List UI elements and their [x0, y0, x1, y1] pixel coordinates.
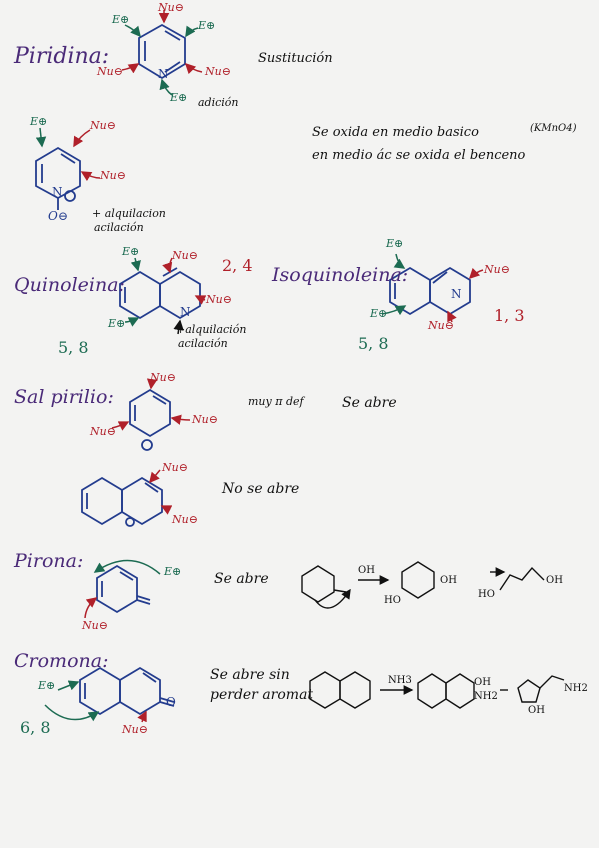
- label-e: E⊕: [112, 13, 130, 26]
- label-nu: Nu⊖: [206, 293, 232, 306]
- label-nu: Nu⊖: [172, 249, 198, 262]
- label-oh: OH: [546, 575, 563, 586]
- pyrone-opening-scheme: [301, 561, 545, 609]
- title-pirona: Pirona:: [14, 550, 84, 572]
- label-n: N: [451, 287, 462, 301]
- benzopyrylium-structure: [81, 476, 163, 527]
- label-ho: HO: [384, 595, 401, 606]
- chromone-opening-scheme: [309, 671, 565, 709]
- positions-e: 5, 8: [58, 338, 89, 357]
- label-o-minus: O⊖: [48, 209, 68, 223]
- title-cromona: Cromona:: [14, 650, 109, 672]
- label-nu: Nu⊖: [192, 413, 218, 426]
- positions-nu: 2, 4: [222, 256, 253, 275]
- note-adicion: adición: [198, 96, 239, 109]
- positions-e: 5, 8: [358, 334, 389, 353]
- pyridine-structure: [138, 23, 186, 80]
- note-perder-aromat: perder aromat: [210, 687, 314, 703]
- note-se-abre: Se abre: [342, 395, 397, 411]
- label-nu: Nu⊖: [428, 319, 454, 332]
- label-e: E⊕: [170, 91, 188, 104]
- label-o: O: [166, 695, 176, 709]
- pyridine-arrows: [121, 10, 203, 96]
- label-nh2: NH2: [474, 691, 498, 702]
- label-nu: Nu⊖: [90, 425, 116, 438]
- label-nu: Nu⊖: [82, 619, 108, 632]
- label-e: E⊕: [122, 245, 140, 258]
- label-nu: Nu⊖: [205, 65, 231, 78]
- label-n: N: [52, 185, 63, 199]
- label-nu: Nu⊖: [158, 1, 184, 14]
- label-e: E⊕: [198, 19, 216, 32]
- label-e: E⊕: [108, 317, 126, 330]
- note-sustitucion: Sustitución: [258, 51, 333, 66]
- note-acilacion: acilación: [94, 221, 144, 234]
- positions-e: 6, 8: [20, 718, 51, 737]
- label-oh: OH: [474, 677, 491, 688]
- label-e: E⊕: [370, 307, 388, 320]
- title-piridina: Piridina:: [14, 44, 110, 69]
- pyrylium-structure: [129, 388, 171, 451]
- note-oxidacion-2: en medio ác se oxida el benceno: [312, 148, 526, 163]
- label-nu: Nu⊖: [122, 723, 148, 736]
- pyrone-structure: [96, 564, 151, 614]
- note-no-se-abre: No se abre: [222, 481, 300, 497]
- label-ho: HO: [478, 589, 495, 600]
- title-sal-pirilio: Sal pirilio:: [14, 386, 114, 408]
- note-se-abre: Se abre: [214, 571, 269, 587]
- label-nu: Nu⊖: [90, 119, 116, 132]
- note-se-abre-sin: Se abre sin: [210, 667, 290, 683]
- label-nu: Nu⊖: [100, 169, 126, 182]
- reagent-oh: OH: [358, 565, 375, 576]
- reagent-nh3: NH3: [388, 675, 412, 686]
- note-acilacion: acilación: [178, 337, 228, 350]
- isoquinoline-structure: [389, 266, 471, 316]
- label-e: E⊕: [30, 115, 48, 128]
- pyridine-n-oxide-structure: [35, 146, 81, 210]
- label-oh: OH: [440, 575, 457, 586]
- label-e: E⊕: [38, 679, 56, 692]
- label-e: E⊕: [386, 237, 404, 250]
- label-e: E⊕: [164, 565, 182, 578]
- label-nu: Nu⊖: [162, 461, 188, 474]
- note-alquilacion: + alquilacion: [92, 207, 166, 220]
- title-isoquinoleina: Isoquinoleina:: [272, 264, 409, 286]
- note-alquilacion: +alquilación: [176, 323, 247, 336]
- label-n: N: [158, 67, 169, 81]
- chromone-structure: [79, 666, 175, 716]
- note-pi-def: muy π def: [248, 395, 304, 408]
- title-quinoleina: Quinoleina:: [14, 274, 125, 296]
- label-n: N: [180, 305, 191, 319]
- label-nu: Nu⊖: [97, 65, 123, 78]
- label-nu: Nu⊖: [172, 513, 198, 526]
- label-nh2: NH2: [564, 683, 588, 694]
- note-reagent: (KMnO4): [530, 123, 577, 134]
- note-oxidacion-1: Se oxida en medio basico: [312, 125, 479, 140]
- positions-nu: 1, 3: [494, 306, 525, 325]
- label-nu: Nu⊖: [150, 371, 176, 384]
- label-oh: OH: [528, 705, 545, 716]
- label-nu: Nu⊖: [484, 263, 510, 276]
